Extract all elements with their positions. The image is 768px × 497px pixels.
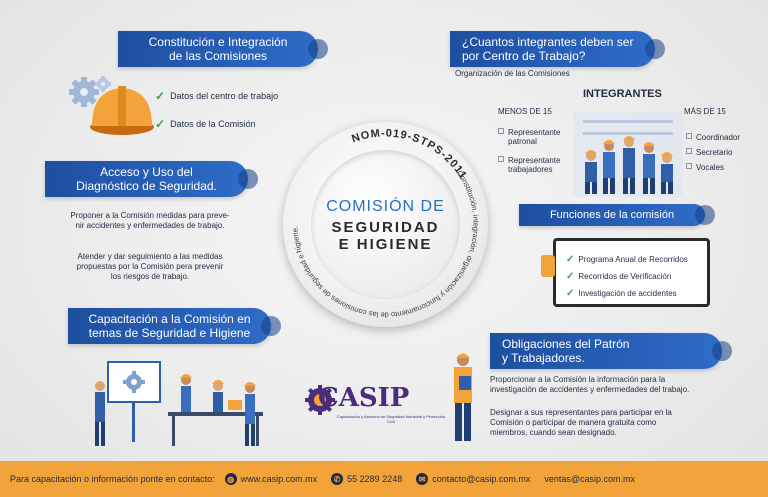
footer-email1[interactable]: ✉ contacto@casip.com.mx xyxy=(416,473,530,485)
obligaciones-title: Obligaciones del Patrón y Trabajadores. xyxy=(490,333,732,369)
funciones-title: Funciones de la comisión xyxy=(519,204,715,226)
funciones-item-3: ✓ Investigación de accidentes xyxy=(566,288,677,299)
check-icon: ✓ xyxy=(566,271,575,282)
menos-item-2: Representante trabajadores xyxy=(498,156,560,174)
badge-line1: COMISIÓN DE xyxy=(326,198,445,215)
acceso-title-line2: Diagnóstico de Seguridad. xyxy=(76,179,217,193)
constitucion-check-1: ✓ Datos del centro de trabajo xyxy=(155,89,278,103)
nom-badge: NOM-019-STPS-2011 Constitución, integrac… xyxy=(283,122,488,327)
menos-item-1-line1: Representante xyxy=(508,128,561,137)
mas-item-2-label: Secretario xyxy=(696,148,733,157)
checkbox-icon xyxy=(498,156,504,162)
acceso-para1: Proponer a la Comisión medidas para prev… xyxy=(40,211,260,231)
acceso-para2-line1: Atender y dar seguimiento a las medidas xyxy=(77,252,223,261)
gear-icon xyxy=(123,371,145,393)
phone-icon: ✆ xyxy=(331,473,344,485)
obligaciones-para2: Designar a sus representantes para parti… xyxy=(490,408,760,438)
funciones-item-3-label: Investigación de accidentes xyxy=(578,289,677,298)
integrantes-title-line2: por Centro de Trabajo? xyxy=(462,49,586,63)
worker-group xyxy=(585,136,673,194)
check-icon: ✓ xyxy=(155,117,166,131)
checkbox-icon xyxy=(686,148,692,154)
menos-item-2-line1: Representante xyxy=(508,156,561,165)
clipboard-clip xyxy=(541,255,555,277)
casip-logo-name: CASIP xyxy=(318,383,410,413)
mas-item-3: Vocales xyxy=(686,163,724,172)
constitucion-check-2-label: Datos de la Comisión xyxy=(170,119,256,129)
footer-web[interactable]: ◍ www.casip.com.mx xyxy=(224,473,318,485)
workers-illustration xyxy=(573,112,683,197)
obligaciones-para1: Proporcionar a la Comisión la informació… xyxy=(490,375,760,395)
menos-item-1-line2: patronal xyxy=(508,137,537,146)
mas-item-3-label: Vocales xyxy=(696,163,725,172)
constitucion-check-2: ✓ Datos de la Comisión xyxy=(155,117,256,131)
acceso-para1-line2: nir accidentes y enfermedades de trabajo… xyxy=(75,221,225,230)
footer-phone[interactable]: ✆ 55 2289 2248 xyxy=(331,473,402,485)
funciones-item-1-label: Programa Anual de Recorridos xyxy=(578,255,688,264)
constitucion-title-line1: Constitución e Integración xyxy=(148,35,288,49)
obligaciones-para2-line3: miembros, cuando sean designado. xyxy=(490,428,617,437)
mail-icon: ✉ xyxy=(416,473,429,485)
obligaciones-title-line2: y Trabajadores. xyxy=(502,351,585,365)
check-icon: ✓ xyxy=(155,89,166,103)
acceso-para1-line1: Proponer a la Comisión medidas para prev… xyxy=(70,211,230,220)
badge-inner xyxy=(311,150,460,299)
footer-email1-link[interactable]: contacto@casip.com.mx xyxy=(432,474,531,484)
gear-icon-small xyxy=(95,76,111,92)
footer-email2-link[interactable]: ventas@casip.com.mx xyxy=(544,474,636,484)
capacitacion-title-line2: temas de Seguridad e Higiene xyxy=(88,326,251,340)
menos-label: MENOS DE 15 xyxy=(498,107,552,116)
acceso-title: Acceso y Uso del Diagnóstico de Segurida… xyxy=(45,161,258,197)
capacitacion-title-line1: Capacitación a la Comisión en xyxy=(88,312,251,326)
checkbox-icon xyxy=(686,163,692,169)
obligaciones-para2-line2: Comisión o participar de manera gratuita… xyxy=(490,418,657,427)
funciones-title-label: Funciones de la comisión xyxy=(549,209,675,221)
funciones-item-2: ✓ Recorridos de Verificación xyxy=(566,271,671,282)
check-icon: ✓ xyxy=(566,288,575,299)
integrantes-title-line1: ¿Cuantos integrantes deben ser xyxy=(462,35,634,49)
capacitacion-title: Capacitación a la Comisión en temas de S… xyxy=(68,308,281,344)
integrantes-subtitle: Organización de las Comisiones xyxy=(455,69,570,78)
funciones-item-1: ✓ Programa Anual de Recorridos xyxy=(566,254,688,265)
menos-item-2-line2: trabajadores xyxy=(508,165,553,174)
mas-label: MÁS DE 15 xyxy=(684,107,726,116)
obligaciones-title-line1: Obligaciones del Patrón xyxy=(502,337,630,351)
training-illustration xyxy=(95,361,263,446)
acceso-para2-line2: propuestas por la Comisión pera prevenir xyxy=(76,262,224,271)
constitucion-title: Constitución e Integración de las Comisi… xyxy=(118,31,328,67)
footer-phone-number[interactable]: 55 2289 2248 xyxy=(347,474,403,484)
acceso-para2-line3: los riesgos de trabajo. xyxy=(110,272,190,281)
constitucion-title-line2: de las Comisiones xyxy=(168,49,268,63)
mas-item-1-label: Coordinador xyxy=(696,133,741,142)
obligaciones-para1-line2: investigación de accidentes y enfermedad… xyxy=(490,385,690,394)
globe-icon: ◍ xyxy=(224,473,237,485)
footer-lead: Para capacitación o información ponte en… xyxy=(10,474,215,484)
hard-hat-illustration xyxy=(69,76,154,135)
integrantes-title: ¿Cuantos integrantes deben ser por Centr… xyxy=(450,31,665,67)
acceso-para2: Atender y dar seguimiento a las medidas … xyxy=(40,252,260,282)
badge-line3: E HIGIENE xyxy=(338,236,433,253)
funciones-item-2-label: Recorridos de Verificación xyxy=(578,272,672,281)
obligaciones-para2-line1: Designar a sus representantes para parti… xyxy=(490,408,672,417)
badge-line2: SEGURIDAD xyxy=(331,219,440,236)
contact-footer: Para capacitación o información ponte en… xyxy=(0,461,768,497)
constitucion-check-1-label: Datos del centro de trabajo xyxy=(170,91,279,101)
mas-item-1: Coordinador xyxy=(686,133,740,142)
footer-email2[interactable]: ventas@casip.com.mx xyxy=(544,474,635,484)
check-icon: ✓ xyxy=(566,254,575,265)
integrantes-header: INTEGRANTES xyxy=(583,88,662,100)
checkbox-icon xyxy=(498,128,504,134)
mas-item-2: Secretario xyxy=(686,148,732,157)
acceso-title-line1: Acceso y Uso del xyxy=(100,165,193,179)
menos-item-1: Representante patronal xyxy=(498,128,560,146)
footer-web-link[interactable]: www.casip.com.mx xyxy=(240,474,318,484)
casip-logo-tagline: Capacitación y Asesoría en Seguridad Ind… xyxy=(336,414,446,424)
gear-icon xyxy=(69,77,99,107)
worker-with-tablet-illustration xyxy=(454,353,472,441)
casip-logo-gear-icon xyxy=(305,385,335,415)
obligaciones-para1-line1: Proporcionar a la Comisión la informació… xyxy=(490,375,666,384)
checkbox-icon xyxy=(686,133,692,139)
